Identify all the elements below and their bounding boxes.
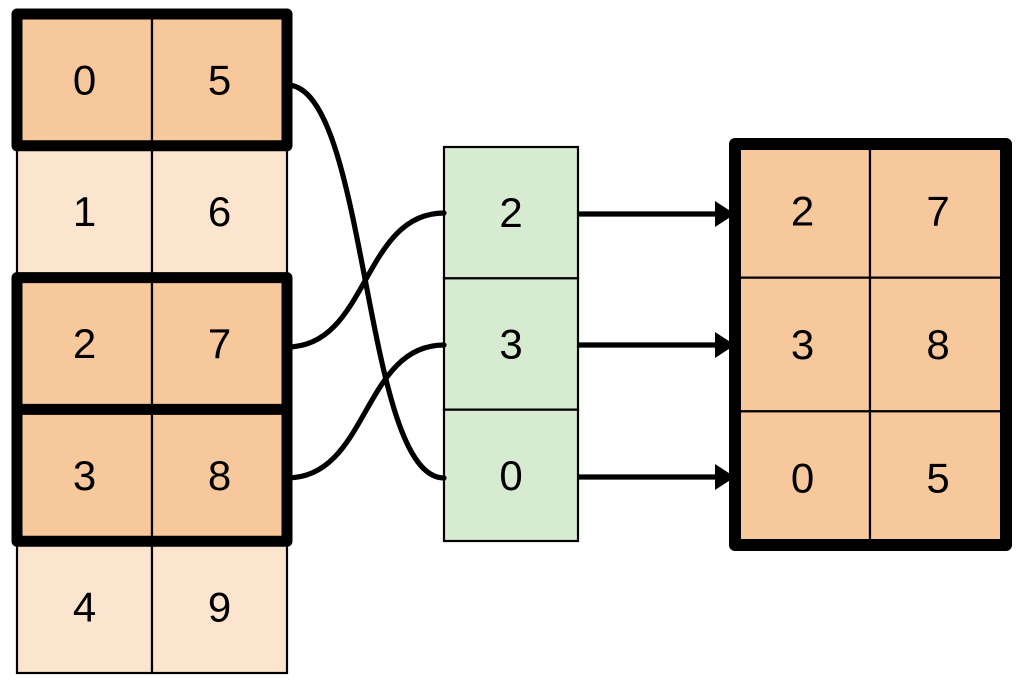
source-cell-r3-c1 (150, 408, 289, 543)
result-cell-value: 2 (791, 187, 814, 234)
curve-source-row-2-to-index-row-0 (284, 210, 447, 350)
source-cell-r0-c0 (15, 12, 154, 147)
highlight-frames (11, 8, 1012, 551)
source-cell-value: 5 (208, 56, 231, 103)
result-table-frame (729, 138, 1012, 551)
source-cell-r4-c0 (15, 540, 154, 675)
source-cell-value: 8 (208, 452, 231, 499)
result-cell-value: 0 (791, 455, 814, 502)
result-cell-r2-c1 (868, 410, 1008, 547)
source-cell-r1-c1 (150, 144, 289, 279)
index-cell-value: 0 (499, 452, 522, 499)
result-cell-r1-c1 (868, 276, 1008, 413)
index-cell-value: 3 (499, 321, 522, 368)
source-cell-value: 7 (208, 320, 231, 367)
source-cell-value: 3 (73, 452, 96, 499)
result-cell-value: 5 (926, 455, 949, 502)
source-cell-value: 2 (73, 320, 96, 367)
source-cell-value: 6 (208, 188, 231, 235)
result-cell-value: 7 (926, 187, 949, 234)
index-cell-value: 2 (499, 189, 522, 236)
index-cell-1 (442, 277, 580, 411)
result-arrows (578, 201, 735, 490)
source-cell-value: 9 (208, 584, 231, 631)
source-array-cells (15, 12, 289, 675)
selection-curves (284, 82, 447, 481)
source-cell-value: 0 (73, 56, 96, 103)
curve-source-row-3-to-index-row-1 (284, 342, 447, 481)
source-cell-r2-c1 (150, 276, 289, 411)
arrow-index-row-2-to-result-row-2-head (715, 464, 735, 490)
cell-values: 0 5 1 6 2 7 3 8 4 9 2 3 0 2 7 3 8 0 5 (73, 56, 950, 630)
arrow-index-row-1-to-result-row-1-head (715, 332, 735, 358)
source-row-highlight-0 (11, 8, 293, 152)
source-cell-r0-c1 (150, 12, 289, 147)
source-cell-value: 4 (73, 584, 96, 631)
index-array-cells (442, 145, 580, 543)
source-cell-r4-c1 (150, 540, 289, 675)
result-cell-value: 3 (791, 321, 814, 368)
source-cell-value: 1 (73, 188, 96, 235)
index-cell-2 (442, 408, 580, 543)
arrow-index-row-0-to-result-row-0-head (715, 201, 735, 227)
result-cell-value: 8 (926, 321, 949, 368)
